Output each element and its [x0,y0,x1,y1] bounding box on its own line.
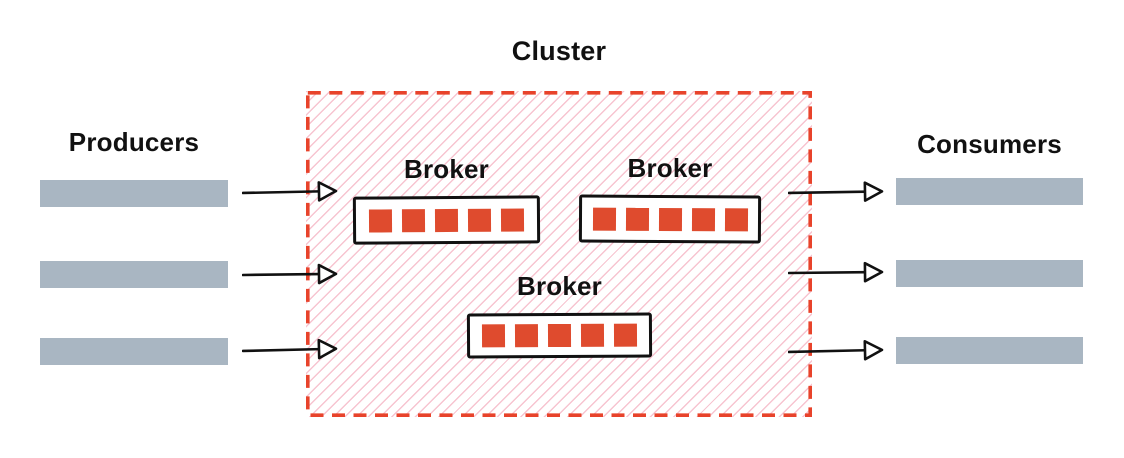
broker-partitions-box [466,312,653,359]
partition-square [625,207,649,231]
consumer-bar [896,260,1083,287]
producer-bar [40,261,228,288]
broker-label: Broker [627,153,713,183]
cluster-boundary [306,91,812,417]
partition-square [481,324,506,348]
arrow-producer-to-cluster-icon [241,181,338,202]
partition-square [434,208,459,232]
consumers-label: Consumers [917,129,1062,159]
arrow-cluster-to-consumer-icon [787,181,884,202]
broker-label: Broker [403,154,489,184]
partition-square [691,207,715,231]
partition-square [592,207,616,231]
broker-node: Broker [466,271,653,359]
partition-square [467,208,492,232]
partition-square [547,323,572,348]
partition-square [500,207,525,232]
broker-node: Broker [352,154,541,245]
producer-bar [40,338,228,365]
arrow-producer-to-cluster-icon [241,263,338,285]
partition-square [658,207,682,231]
cluster-title: Cluster [511,36,607,66]
cluster-dashed-border [306,91,812,417]
broker-node: Broker [578,153,762,244]
broker-label: Broker [516,271,602,301]
arrow-cluster-to-consumer-icon [787,339,884,361]
partition-square [580,323,605,347]
producers-label: Producers [68,127,200,157]
consumer-bar [896,178,1083,205]
consumer-bar [896,337,1083,364]
partition-square [368,208,393,233]
arrow-cluster-to-consumer-icon [787,261,884,283]
partition-square [514,324,539,348]
producer-bar [40,180,228,207]
arrow-producer-to-cluster-icon [241,338,338,360]
broker-partitions-box [352,195,541,245]
partition-square [401,208,426,232]
partition-square [724,207,748,231]
broker-partitions-box [578,194,762,244]
partition-square [613,323,638,347]
